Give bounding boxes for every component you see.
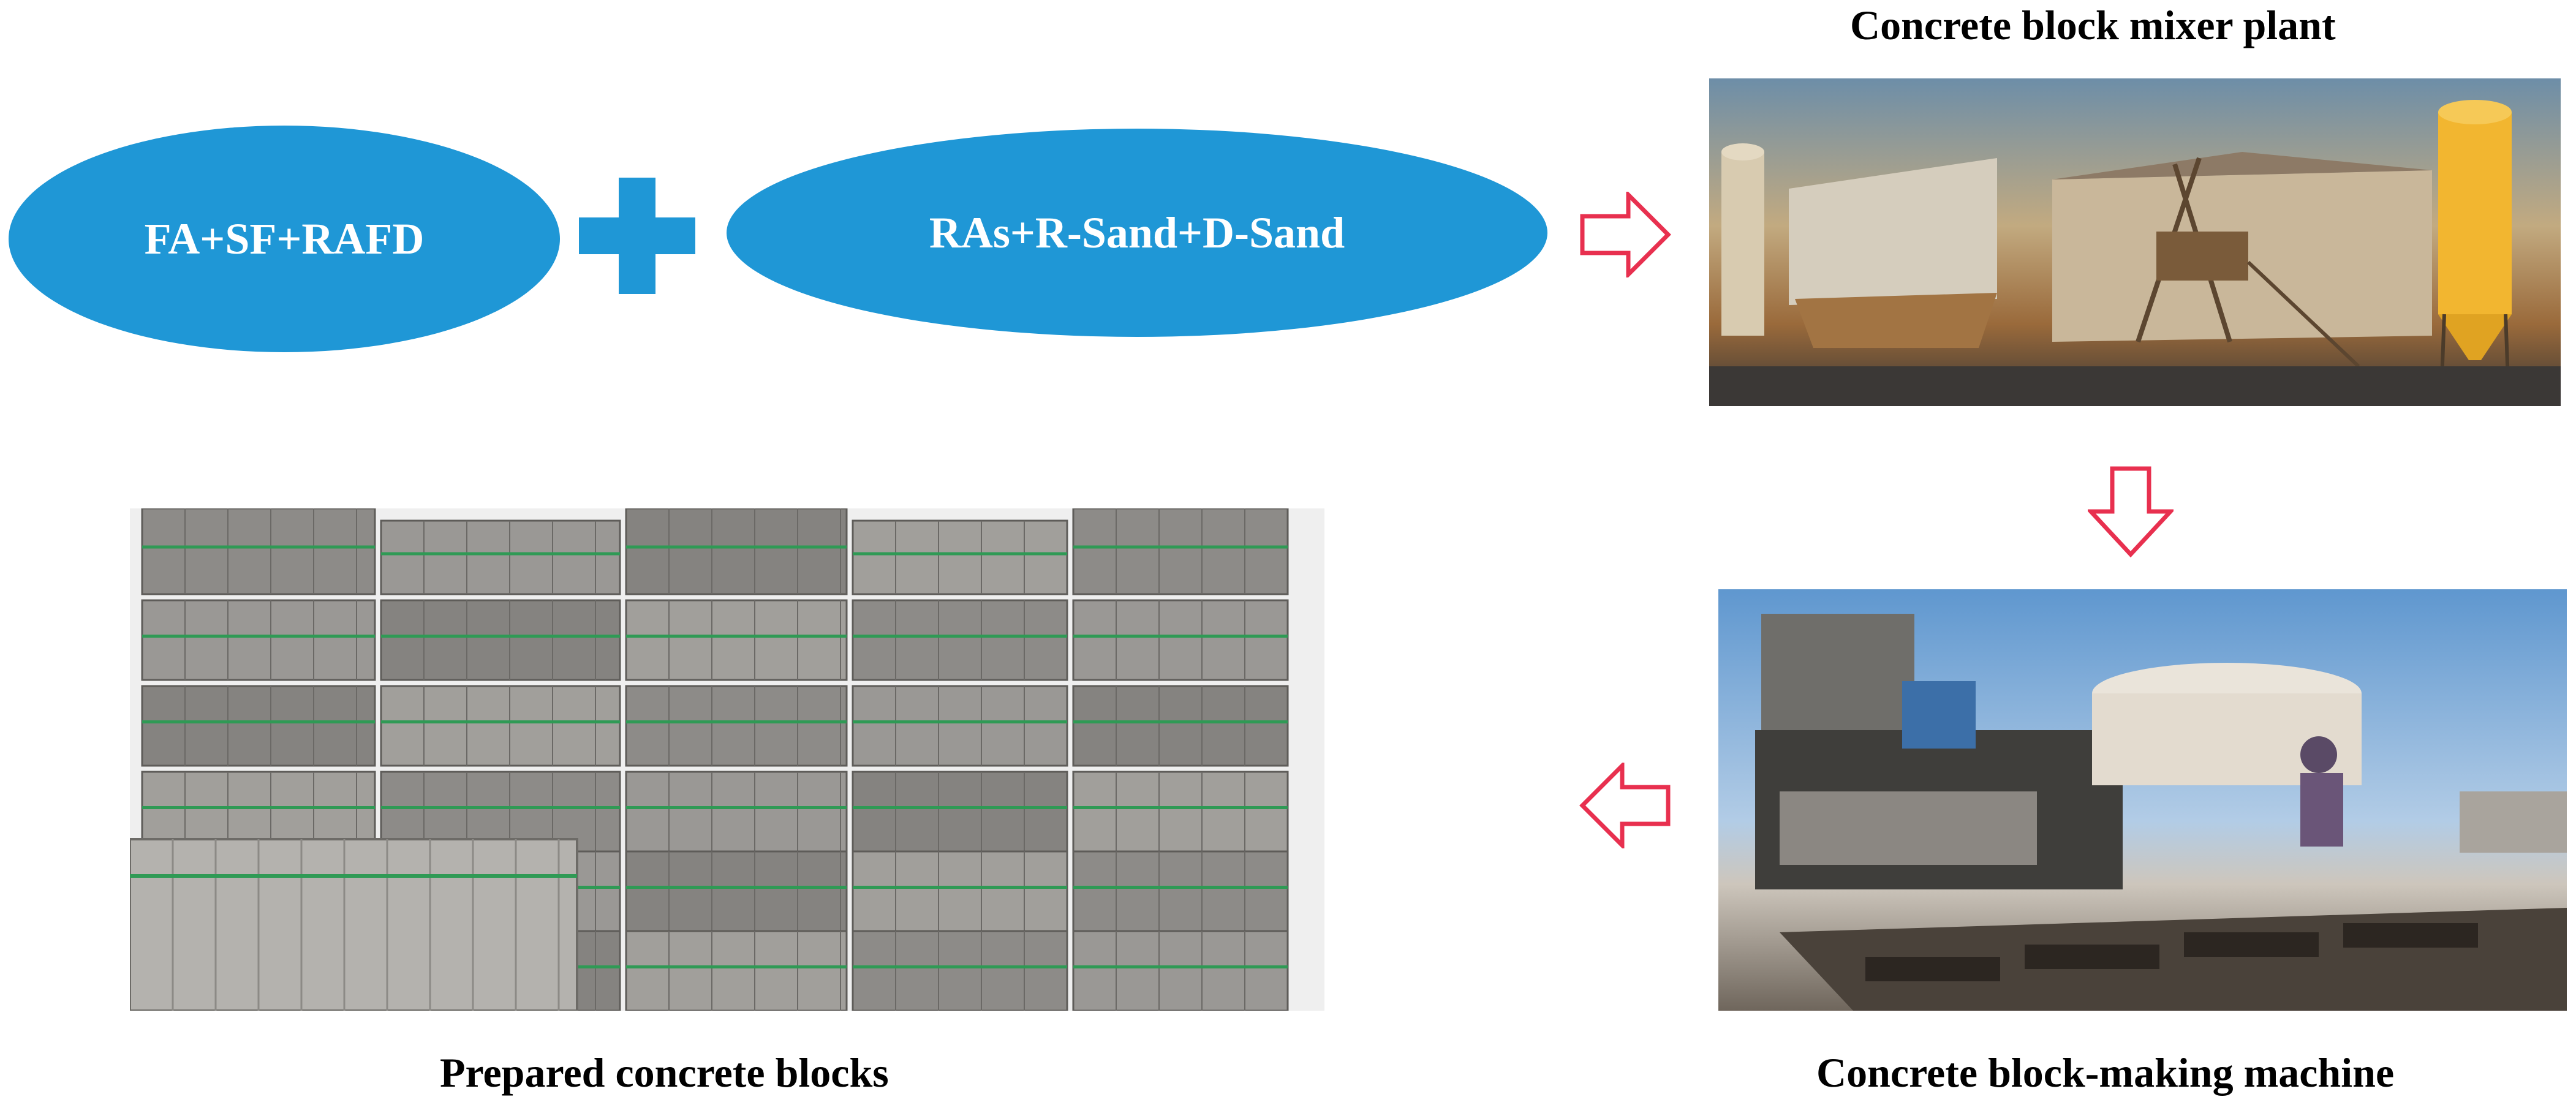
binder-label: FA+SF+RAFD: [144, 214, 425, 263]
block-pallet: [625, 599, 848, 681]
plus-icon: [579, 178, 695, 294]
prepared-blocks-photo: [130, 508, 1324, 1011]
block-pallet: [852, 685, 1068, 767]
block-pallet: [625, 508, 848, 595]
block-pallet: [625, 930, 848, 1011]
arrow-right-icon: [1580, 192, 1671, 277]
block-pallet: [625, 850, 848, 932]
block-pallet: [852, 599, 1068, 681]
block-pallet: [852, 771, 1068, 853]
block-pallet: [625, 771, 848, 853]
block-pallet: [1072, 685, 1289, 767]
block-pallet: [380, 519, 621, 595]
mixer-plant-caption: Concrete block mixer plant: [1850, 2, 2336, 48]
block-pallet: [1072, 930, 1289, 1011]
block-pallet: [141, 508, 376, 595]
block-pallet: [852, 930, 1068, 1011]
block-pallet: [1072, 508, 1289, 595]
block-making-machine-photo: [1718, 589, 2567, 1011]
block-pallet: [380, 599, 621, 681]
block-pallet: [1072, 771, 1289, 853]
aggregates-ellipse: RAs+R-Sand+D-Sand: [727, 129, 1547, 337]
arrow-down-icon: [2088, 466, 2174, 557]
prepared-blocks-caption: Prepared concrete blocks: [440, 1049, 889, 1096]
block-pallet: [625, 685, 848, 767]
block-pallet: [380, 685, 621, 767]
front-block-pallet: [130, 838, 578, 1011]
aggregates-label: RAs+R-Sand+D-Sand: [929, 208, 1345, 257]
mixer-plant-photo: [1709, 78, 2561, 406]
arrow-left-icon: [1579, 763, 1671, 848]
block-pallet: [1072, 850, 1289, 932]
block-pallet: [852, 519, 1068, 595]
making-machine-caption: Concrete block-making machine: [1816, 1049, 2395, 1096]
block-pallet: [141, 685, 376, 767]
block-pallet: [852, 850, 1068, 932]
binder-ellipse: FA+SF+RAFD: [9, 126, 560, 352]
block-pallet: [1072, 599, 1289, 681]
block-pallet: [141, 599, 376, 681]
